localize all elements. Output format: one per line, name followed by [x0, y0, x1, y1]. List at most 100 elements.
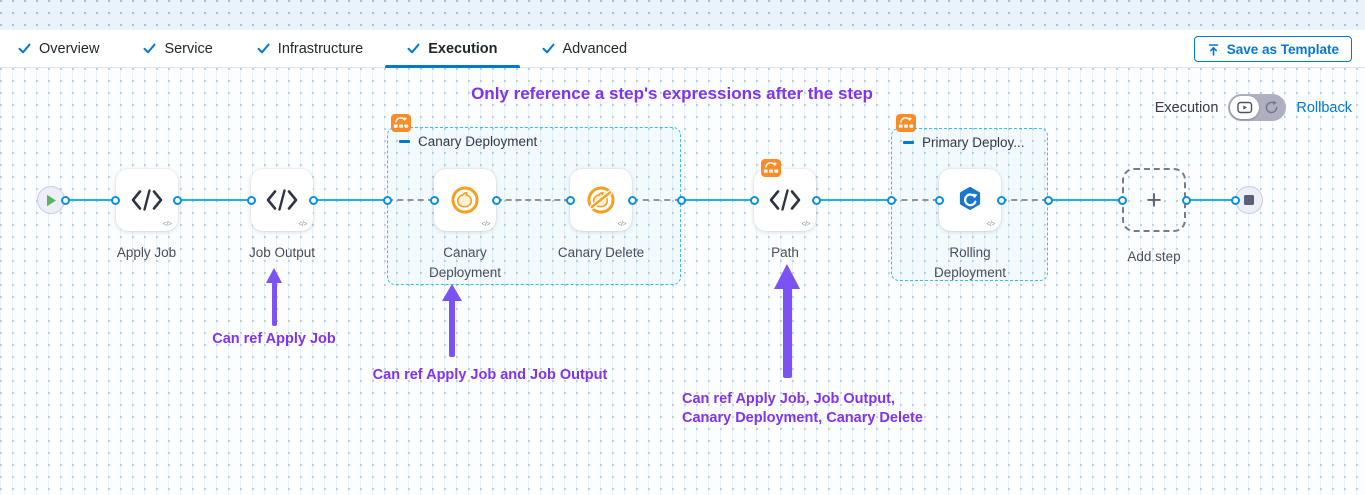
execution-mode-label: Execution — [1154, 99, 1219, 116]
rolling-deployment-icon — [959, 186, 981, 210]
code-mini-icon: </> — [162, 221, 172, 228]
annotation-arrow-up-icon — [266, 268, 282, 283]
code-mini-icon: </> — [298, 221, 307, 228]
step-label-apply-job: Apply Job — [116, 245, 177, 260]
step-card-apply-job[interactable]: </> — [115, 169, 178, 231]
connector-line — [1048, 199, 1122, 201]
tab-service[interactable]: Service — [121, 30, 234, 67]
execution-rollback-toggle[interactable] — [1228, 94, 1287, 121]
connector-dot — [382, 195, 392, 205]
save-as-template-button[interactable]: Save as Template — [1193, 36, 1352, 62]
tab-label: Execution — [428, 40, 498, 57]
connector-line-dashed — [387, 199, 434, 201]
connector-dot — [886, 195, 896, 205]
pipeline-start-node[interactable] — [37, 186, 65, 214]
step-group-primary-deployment[interactable]: Primary Deploy... — [891, 128, 1048, 281]
tab-label: Service — [164, 40, 213, 57]
annotation-arrow-up-icon — [442, 284, 462, 301]
play-icon — [46, 194, 56, 206]
canary-delete-icon — [587, 186, 615, 214]
step-label-job-output: Job Output — [248, 245, 316, 260]
pipeline-canvas[interactable]: Only reference a step's expressions afte… — [0, 68, 1365, 495]
connector-dot — [627, 195, 637, 205]
code-mini-icon: </> — [481, 221, 490, 228]
mode-switcher: Execution Rollback — [1155, 94, 1352, 121]
annotation-can-ref-apply-job-output: Can ref Apply Job and Job Output — [372, 367, 608, 383]
group-label: Primary Deploy... — [922, 135, 1025, 150]
annotation-can-ref-apply-job: Can ref Apply Job — [212, 331, 336, 347]
connector-dot — [1181, 195, 1191, 205]
rollback-link[interactable]: Rollback — [1296, 99, 1352, 116]
step-label-canary-delete: Canary Delete — [557, 245, 645, 260]
connector-line — [65, 199, 115, 201]
connector-dot — [934, 195, 944, 205]
step-card-canary-delete[interactable]: </> — [570, 169, 632, 231]
connector-dot — [565, 195, 575, 205]
collapse-group-icon[interactable] — [399, 140, 410, 143]
pipeline-end-node[interactable] — [1235, 186, 1263, 214]
tab-label: Advanced — [562, 40, 628, 57]
connector-line-dashed — [496, 199, 570, 201]
stage-tab-bar: Overview Service Infrastructure Executio… — [0, 30, 1365, 68]
connector-dot — [491, 195, 501, 205]
annotation-can-ref-all-previous: Can ref Apply Job, Job Output, Canary De… — [682, 391, 923, 426]
annotation-arrow-shaft — [449, 300, 455, 357]
step-card-job-output[interactable]: </> — [251, 169, 313, 231]
annotation-title: Only reference a step's expressions afte… — [471, 84, 873, 103]
annotation-arrow-up-icon — [774, 264, 800, 289]
check-icon — [257, 43, 270, 54]
step-card-canary-deployment[interactable]: </> — [434, 169, 496, 231]
connector-dot — [1117, 195, 1127, 205]
code-icon — [769, 189, 801, 211]
connector-dot — [811, 195, 821, 205]
group-label: Canary Deployment — [418, 134, 538, 149]
step-group-canary-deployment[interactable]: Canary Deployment — [387, 127, 681, 285]
add-step-button[interactable]: + — [1122, 168, 1186, 232]
connector-dot — [1230, 195, 1240, 205]
tab-execution[interactable]: Execution — [385, 30, 520, 68]
execution-segment[interactable] — [1230, 96, 1260, 119]
check-icon — [18, 43, 31, 54]
group-header: Primary Deploy... — [903, 135, 1025, 150]
code-mini-icon: </> — [986, 221, 995, 228]
stop-icon — [1244, 195, 1254, 205]
connector-dot — [173, 195, 182, 205]
code-mini-icon: </> — [801, 221, 810, 228]
code-mini-icon: </> — [617, 221, 626, 228]
connector-line — [1186, 199, 1235, 201]
connector-dot — [111, 195, 120, 205]
connector-line-dashed — [891, 199, 939, 201]
rollback-strategy-badge-icon — [896, 114, 916, 132]
tab-overview[interactable]: Overview — [0, 30, 121, 67]
connector-dot — [996, 195, 1006, 205]
step-label-canary-deployment: Canary Deployment — [428, 245, 502, 280]
tab-label: Overview — [39, 40, 100, 57]
code-icon — [266, 189, 298, 211]
rollback-circle-icon — [1266, 100, 1278, 114]
connector-dot — [246, 195, 256, 205]
step-card-path[interactable]: </> — [754, 169, 816, 231]
canary-deployment-icon — [451, 186, 479, 214]
execution-steps-icon — [1237, 101, 1253, 114]
check-icon — [542, 43, 555, 54]
connector-line — [816, 199, 891, 201]
check-icon — [407, 43, 420, 54]
step-label-rolling-deployment: Rolling Deployment — [933, 245, 1007, 280]
connector-dot — [1043, 195, 1053, 205]
rollback-strategy-badge-icon — [761, 159, 781, 177]
tab-infrastructure[interactable]: Infrastructure — [235, 30, 385, 67]
connector-line — [313, 199, 387, 201]
connector-dot — [60, 195, 70, 205]
connector-dot — [308, 195, 318, 205]
parent-canvas-strip — [0, 0, 1365, 30]
step-card-rolling-deployment[interactable]: </> — [939, 169, 1001, 231]
connector-dot — [429, 195, 439, 205]
annotation-arrow-shaft — [271, 282, 277, 326]
collapse-group-icon[interactable] — [903, 141, 914, 144]
check-icon — [143, 43, 156, 54]
rollback-segment[interactable] — [1259, 100, 1284, 115]
step-label-add-step: Add step — [1127, 249, 1181, 264]
tab-label: Infrastructure — [277, 40, 364, 57]
tab-advanced[interactable]: Advanced — [520, 30, 650, 67]
